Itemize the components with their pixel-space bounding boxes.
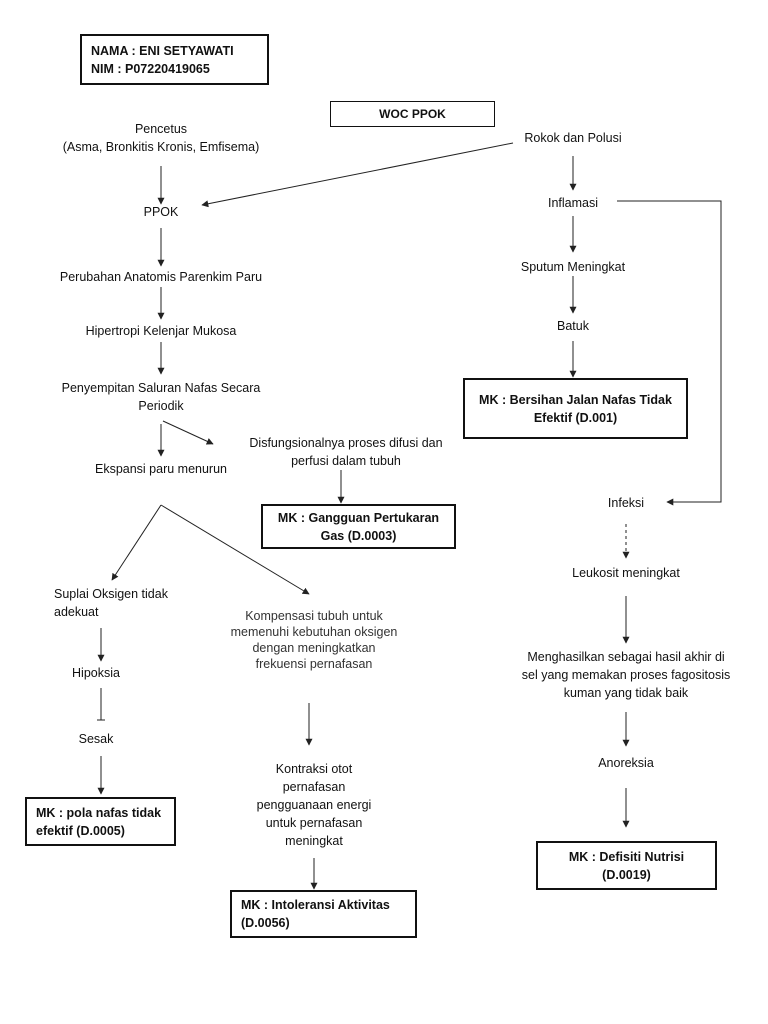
node-disfungsi-line-1: Disfungsionalnya proses difusi dan: [249, 436, 443, 450]
node-suplai: Suplai Oksigen tidak adekuat: [54, 585, 204, 621]
arrow-rokok-ppok: [201, 142, 514, 208]
node-kontraksi-line-3: pengguanaan energi: [256, 798, 372, 812]
diagnosis-defisit-line-2: (D.0019): [602, 867, 651, 882]
node-ekspansi: Ekspansi paru menurun: [76, 460, 246, 478]
diagnosis-pola-line-2: efektif (D.0005): [36, 823, 125, 838]
node-batuk-label: Batuk: [557, 319, 589, 333]
node-kompensasi: Kompensasi tubuh untuk memenuhi kebutuha…: [214, 608, 414, 672]
node-kompensasi-line-1: Kompensasi tubuh untuk: [245, 609, 383, 623]
node-ppok-label: PPOK: [143, 205, 179, 219]
diagnosis-intoleransi: MK : Intoleransi Aktivitas (D.0056): [230, 890, 417, 938]
node-kompensasi-line-3: dengan meningkatkan: [252, 641, 376, 655]
node-perubahan-label: Perubahan Anatomis Parenkim Paru: [59, 270, 263, 284]
node-rokok-label: Rokok dan Polusi: [524, 131, 622, 145]
diagnosis-gangguan-line-2: Gas (D.0003): [320, 528, 397, 543]
node-menghasilkan: Menghasilkan sebagai hasil akhir di sel …: [516, 648, 736, 702]
diagnosis-gangguan-line-1: MK : Gangguan Pertukaran: [277, 510, 440, 525]
diagnosis-bersihan: MK : Bersihan Jalan Nafas Tidak Efektif …: [463, 378, 688, 439]
arrow-inflamasi-infeksi: [617, 200, 722, 506]
node-ekspansi-label: Ekspansi paru menurun: [94, 462, 228, 476]
diagnosis-intoleransi-line-2: (D.0056): [241, 916, 290, 930]
node-batuk: Batuk: [533, 317, 613, 335]
node-leukosit: Leukosit meningkat: [551, 564, 701, 582]
node-kontraksi-line-1: Kontraksi otot: [275, 762, 353, 776]
node-infeksi-label: Infeksi: [607, 496, 645, 510]
diagnosis-gangguan: MK : Gangguan Pertukaran Gas (D.0003): [261, 504, 456, 549]
node-kompensasi-line-4: frekuensi pernafasan: [255, 657, 373, 671]
node-perubahan: Perubahan Anatomis Parenkim Paru: [46, 268, 276, 286]
diagnosis-bersihan-line-2: Efektif (D.001): [533, 410, 618, 425]
arrow-ekspansi-suplai: [111, 504, 162, 581]
node-pencetus-line-1: Pencetus: [134, 122, 188, 136]
node-penyempitan-line-1: Penyempitan Saluran Nafas Secara: [61, 381, 261, 395]
node-menghasilkan-line-2: sel yang memakan proses fagositosis: [521, 668, 731, 682]
node-penyempitan: Penyempitan Saluran Nafas Secara Periodi…: [46, 379, 276, 415]
title-box: WOC PPOK: [330, 101, 495, 127]
node-inflamasi: Inflamasi: [523, 194, 623, 212]
student-name: NAMA : ENI SETYAWATI: [91, 43, 234, 58]
node-menghasilkan-line-3: kuman yang tidak baik: [563, 686, 689, 700]
arrow-ekspansi-kompensasi: [160, 504, 310, 595]
diagnosis-pola-line-1: MK : pola nafas tidak: [36, 805, 162, 820]
node-disfungsi-line-2: perfusi dalam tubuh: [291, 454, 401, 468]
node-sesak: Sesak: [66, 730, 126, 748]
diagnosis-bersihan-line-1: MK : Bersihan Jalan Nafas Tidak: [479, 392, 672, 407]
node-hipertropi-label: Hipertropi Kelenjar Mukosa: [85, 324, 237, 338]
node-suplai-line-1: Suplai Oksigen tidak: [54, 587, 168, 601]
node-leukosit-label: Leukosit meningkat: [572, 566, 680, 580]
diagram-title: WOC PPOK: [379, 107, 446, 121]
node-infeksi: Infeksi: [596, 494, 656, 512]
node-kontraksi-line-2: pernafasan: [282, 780, 346, 794]
identity-box: NAMA : ENI SETYAWATI NIM : P07220419065: [80, 34, 269, 85]
node-sputum-label: Sputum Meningkat: [520, 260, 626, 274]
node-hipoksia: Hipoksia: [56, 664, 136, 682]
node-menghasilkan-line-1: Menghasilkan sebagai hasil akhir di: [527, 650, 725, 664]
node-sesak-label: Sesak: [78, 732, 114, 746]
node-anoreksia-label: Anoreksia: [598, 756, 654, 770]
node-kontraksi-line-4: untuk pernafasan: [265, 816, 363, 830]
node-pencetus-line-2: (Asma, Bronkitis Kronis, Emfisema): [62, 140, 260, 154]
node-suplai-line-2: adekuat: [54, 605, 99, 619]
diagnosis-defisit-line-1: MK : Defisiti Nutrisi: [568, 849, 685, 864]
arrow-penyempitan-disfungsi: [162, 420, 214, 445]
node-anoreksia: Anoreksia: [576, 754, 676, 772]
node-disfungsi: Disfungsionalnya proses difusi dan perfu…: [236, 434, 456, 470]
diagnosis-defisit: MK : Defisiti Nutrisi (D.0019): [536, 841, 717, 890]
node-pencetus: Pencetus (Asma, Bronkitis Kronis, Emfise…: [61, 120, 261, 156]
diagnosis-pola: MK : pola nafas tidak efektif (D.0005): [25, 797, 176, 846]
node-kompensasi-line-2: memenuhi kebutuhan oksigen: [230, 625, 398, 639]
node-hipoksia-label: Hipoksia: [72, 666, 120, 680]
student-nim: NIM : P07220419065: [91, 61, 210, 76]
node-ppok: PPOK: [121, 203, 201, 221]
node-kontraksi: Kontraksi otot pernafasan pengguanaan en…: [244, 760, 384, 850]
node-kontraksi-line-5: meningkat: [285, 834, 343, 848]
node-inflamasi-label: Inflamasi: [547, 196, 599, 210]
node-sputum: Sputum Meningkat: [503, 258, 643, 276]
node-hipertropi: Hipertropi Kelenjar Mukosa: [61, 322, 261, 340]
node-penyempitan-line-2: Periodik: [138, 399, 184, 413]
diagnosis-intoleransi-line-1: MK : Intoleransi Aktivitas: [241, 898, 390, 912]
node-rokok: Rokok dan Polusi: [503, 129, 643, 147]
